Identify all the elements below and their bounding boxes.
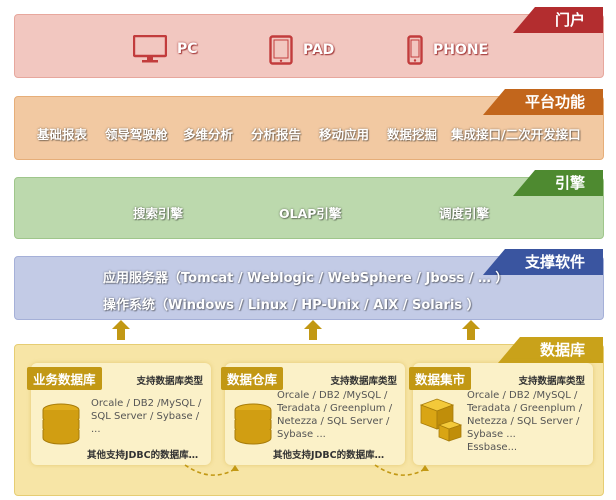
db-card-footer: 其他支持JDBC的数据库… xyxy=(273,447,384,461)
db-type-line: Netezza / SQL Server / xyxy=(277,415,395,428)
device-pad: PAD xyxy=(269,35,334,65)
db-type-line: Netezza / SQL Server / xyxy=(467,415,585,428)
portal-layer: 门户 PC PAD PHONE xyxy=(14,14,604,78)
database-icon xyxy=(233,403,273,445)
db-card-types: Orcale / DB2 /MySQL / Teradata / Greenpl… xyxy=(467,389,585,454)
platform-layer: 平台功能 基础报表 领导驾驶舱 多维分析 分析报告 移动应用 数据挖掘 集成接口… xyxy=(14,96,604,160)
platform-item-analysis-report: 分析报告 xyxy=(251,124,301,143)
platform-item-multidim-analysis: 多维分析 xyxy=(183,124,233,143)
engine-layer: 引擎 搜索引擎 OLAP引擎 调度引擎 xyxy=(14,177,604,239)
db-card-footer: 其他支持JDBC的数据库… xyxy=(87,447,198,461)
db-type-line: Sybase ... xyxy=(277,428,395,441)
db-card-mart: 数据集市 支持数据库类型 Orcale / DB2 /MySQL / Terad… xyxy=(413,363,593,465)
engine-item-search: 搜索引擎 xyxy=(133,203,183,222)
db-type-line: Teradata / Greenplum / xyxy=(277,402,395,415)
db-card-title: 数据仓库 xyxy=(221,367,283,390)
platform-item-basic-report: 基础报表 xyxy=(37,124,87,143)
db-type-line: Orcale / DB2 /MySQL / xyxy=(91,397,209,410)
tablet-icon xyxy=(269,35,293,65)
db-card-subtitle: 支持数据库类型 xyxy=(136,373,203,387)
engine-layer-title: 引擎 xyxy=(513,170,603,196)
database-layer-title: 数据库 xyxy=(498,337,603,363)
device-label-pc: PC xyxy=(177,41,198,57)
db-card-subtitle: 支持数据库类型 xyxy=(518,373,585,387)
db-type-line: SQL Server / Sybase / ... xyxy=(91,410,209,436)
platform-item-mobile: 移动应用 xyxy=(319,124,369,143)
db-type-line: Essbase... xyxy=(467,441,585,454)
db-card-subtitle: 支持数据库类型 xyxy=(330,373,397,387)
portal-layer-title: 门户 xyxy=(513,7,603,33)
db-card-types: Orcale / DB2 /MySQL / SQL Server / Sybas… xyxy=(91,397,209,436)
db-type-line: Orcale / DB2 /MySQL / xyxy=(277,389,395,402)
db-card-types: Orcale / DB2 /MySQL / Teradata / Greenpl… xyxy=(277,389,395,441)
db-card-warehouse: 数据仓库 支持数据库类型 Orcale / DB2 /MySQL / Terad… xyxy=(225,363,405,465)
platform-layer-title: 平台功能 xyxy=(483,89,603,115)
platform-item-cockpit: 领导驾驶舱 xyxy=(105,124,168,143)
db-card-business: 业务数据库 支持数据库类型 Orcale / DB2 /MySQL / SQL … xyxy=(31,363,211,465)
support-os: 操作系统（Windows / Linux / HP-Unix / AIX / S… xyxy=(103,294,480,313)
device-label-pad: PAD xyxy=(303,42,334,58)
db-card-title: 数据集市 xyxy=(409,367,471,390)
support-app-server: 应用服务器（Tomcat / Weblogic / WebSphere / Jb… xyxy=(103,267,508,286)
device-phone: PHONE xyxy=(407,35,488,65)
engine-item-scheduler: 调度引擎 xyxy=(439,203,489,222)
database-icon xyxy=(41,403,81,445)
database-layer: 数据库 业务数据库 支持数据库类型 Orcale / DB2 /MySQL / … xyxy=(14,344,604,496)
device-pc: PC xyxy=(133,35,198,63)
arrow-up-icon xyxy=(462,320,480,340)
device-label-phone: PHONE xyxy=(433,42,488,58)
db-type-line: Sybase ... xyxy=(467,428,585,441)
flow-arrow-icon xyxy=(181,461,241,485)
support-layer: 支撑软件 应用服务器（Tomcat / Weblogic / WebSphere… xyxy=(14,256,604,320)
arrow-up-icon xyxy=(304,320,322,340)
db-type-line: Teradata / Greenplum / xyxy=(467,402,585,415)
arrow-up-icon xyxy=(112,320,130,340)
db-type-line: Orcale / DB2 /MySQL / xyxy=(467,389,585,402)
platform-item-integration: 集成接口/二次开发接口 xyxy=(451,124,581,143)
platform-item-data-mining: 数据挖掘 xyxy=(387,124,437,143)
db-card-title: 业务数据库 xyxy=(27,367,102,390)
cube-stack-icon xyxy=(417,395,463,445)
flow-arrow-icon xyxy=(371,461,431,485)
phone-icon xyxy=(407,35,423,65)
engine-item-olap: OLAP引擎 xyxy=(279,203,341,222)
monitor-icon xyxy=(133,35,167,63)
